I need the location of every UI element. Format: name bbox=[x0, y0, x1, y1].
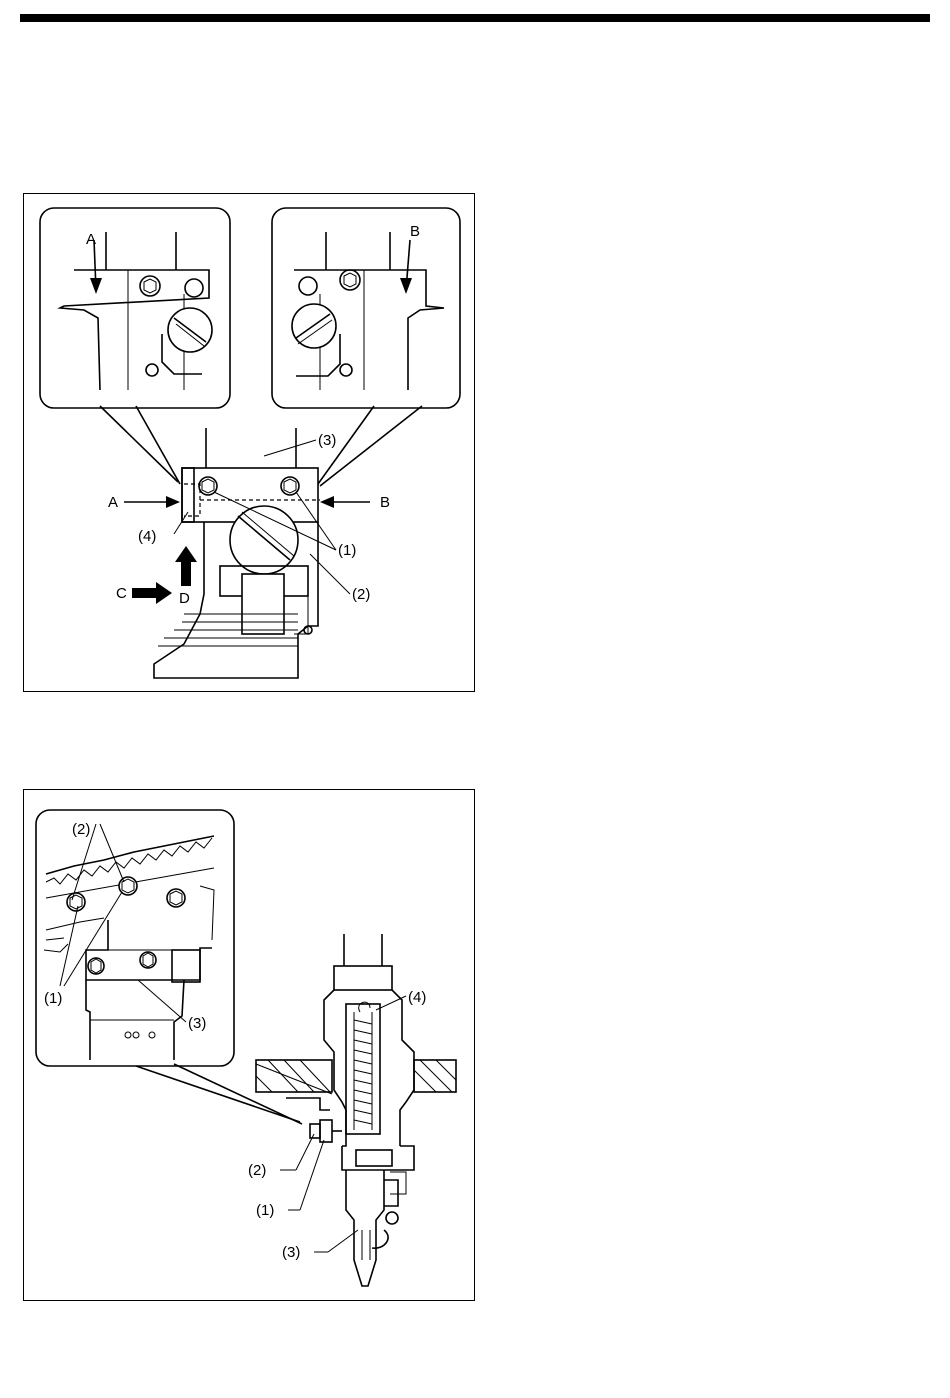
callout-a-inset: A bbox=[86, 231, 96, 248]
inset-pointer-line bbox=[136, 1066, 300, 1122]
arrow-d bbox=[175, 546, 197, 586]
callout-d: D bbox=[179, 590, 190, 607]
inset-callout-3: (3) bbox=[188, 1015, 206, 1032]
inset-detail-view: (2) (1) (3) bbox=[36, 810, 234, 1066]
callout-1: (1) bbox=[338, 542, 356, 559]
inset-callout-1: (1) bbox=[44, 990, 62, 1007]
inset-a-pointer-line bbox=[100, 406, 178, 482]
callout-4-main: (4) bbox=[408, 989, 426, 1006]
callout-3: (3) bbox=[318, 432, 336, 449]
callout-2-main: (2) bbox=[248, 1162, 266, 1179]
inset-a-pointer-line-2 bbox=[136, 406, 180, 484]
figure-2-drawing: (2) (1) (3) bbox=[24, 790, 476, 1302]
arrow-c bbox=[132, 582, 172, 604]
callout-b-inset: B bbox=[410, 223, 420, 240]
figure-2-thread-wiper-assembly: (2) (1) (3) bbox=[23, 789, 475, 1301]
callout-c: C bbox=[116, 585, 127, 602]
presser-foot-main-view bbox=[154, 428, 320, 678]
inset-callout-2: (2) bbox=[72, 821, 90, 838]
inset-pointer-line-2 bbox=[174, 1064, 302, 1124]
inset-view-b: B bbox=[272, 208, 460, 408]
callout-a: A bbox=[108, 494, 118, 511]
cross-section-main-view: (4) (2) (1) (3) bbox=[248, 934, 456, 1286]
figure-1-drawing: A B bbox=[24, 194, 476, 693]
callout-2: (2) bbox=[352, 586, 370, 603]
callout-b: B bbox=[380, 494, 390, 511]
callout-4: (4) bbox=[138, 528, 156, 545]
top-rule bbox=[20, 14, 930, 22]
inset-view-a: A bbox=[40, 208, 230, 408]
callout-1-main: (1) bbox=[256, 1202, 274, 1219]
figure-1-presser-foot-adjustment: A B bbox=[23, 193, 475, 692]
callout-3-main: (3) bbox=[282, 1244, 300, 1261]
